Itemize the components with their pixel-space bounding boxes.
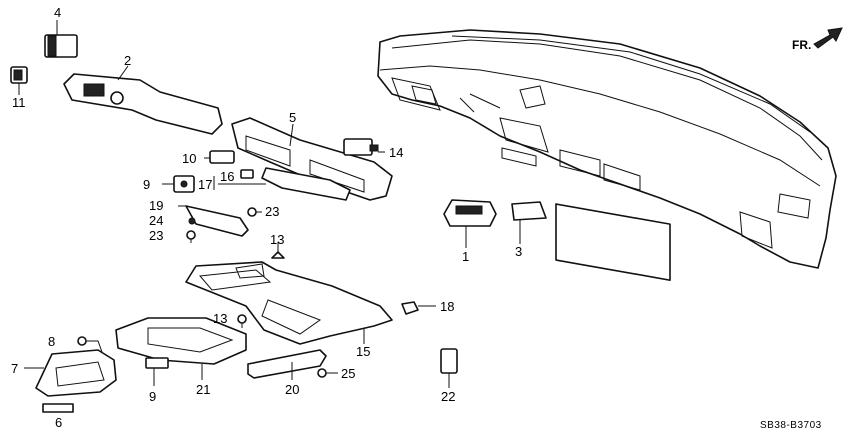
front-direction-arrow: FR.	[792, 27, 843, 52]
part-18-clip	[401, 301, 436, 315]
part-4-clip	[44, 20, 78, 58]
callout-5: 5	[289, 110, 296, 125]
callout-13-lower: 13	[213, 311, 227, 326]
part-14-switch	[343, 138, 385, 156]
part-3-vent-cover	[511, 201, 547, 244]
callout-1: 1	[462, 249, 469, 264]
callout-22: 22	[441, 389, 455, 404]
callout-25: 25	[341, 366, 355, 381]
part-20-handle	[247, 349, 327, 380]
part-22-cap	[440, 348, 458, 388]
callout-labels: 4 11 2 5 14 10 16 9 17 19 23 24 23 13 18…	[11, 5, 522, 430]
part-13-clip-upper	[271, 242, 285, 259]
callout-23-lower: 23	[149, 228, 163, 243]
part-1-vent	[443, 199, 497, 248]
part-16-plug	[240, 169, 254, 179]
part-13-clip-lower	[237, 314, 247, 328]
part-21-lid	[115, 317, 247, 380]
part-2-lower-panel	[63, 65, 223, 135]
direction-label: FR.	[792, 38, 811, 52]
callout-6: 6	[55, 415, 62, 430]
callout-24: 24	[149, 213, 163, 228]
part-6-label	[42, 403, 74, 413]
part-7-glove-box	[24, 349, 117, 397]
callout-7: 7	[11, 361, 18, 376]
part-25-screw	[317, 368, 338, 378]
part-17-switch-panel	[213, 167, 351, 201]
part-10-switch	[162, 175, 195, 193]
part-11-clip	[204, 150, 235, 164]
part-15-undercover	[185, 261, 393, 345]
part-9-latch	[145, 357, 169, 386]
part-24-nut	[188, 217, 196, 225]
dashboard-panel	[377, 29, 837, 281]
callout-16: 16	[220, 169, 234, 184]
part-23-screw-upper	[247, 207, 262, 217]
part-5-center-panel	[231, 117, 393, 201]
callout-20: 20	[285, 382, 299, 397]
part-12-clip	[10, 66, 28, 95]
callout-8: 8	[48, 334, 55, 349]
diagram-code: SB38-B3703	[760, 420, 822, 431]
part-8-bumper	[77, 336, 103, 353]
callout-21: 21	[196, 382, 210, 397]
callout-2: 2	[124, 53, 131, 68]
callout-13-upper: 13	[270, 232, 284, 247]
callout-9: 9	[149, 389, 156, 404]
callout-3: 3	[515, 244, 522, 259]
callout-4: 4	[54, 5, 61, 20]
callout-10: 9	[143, 177, 150, 192]
part-23-screw-lower	[186, 230, 196, 243]
callout-23-upper: 23	[265, 204, 279, 219]
callout-14: 14	[389, 145, 403, 160]
callout-19: 19	[149, 198, 163, 213]
callout-18: 18	[440, 299, 454, 314]
callout-15: 15	[356, 344, 370, 359]
callout-11: 10	[182, 151, 196, 166]
callout-17: 17	[198, 177, 212, 192]
callout-12: 11	[12, 95, 26, 110]
